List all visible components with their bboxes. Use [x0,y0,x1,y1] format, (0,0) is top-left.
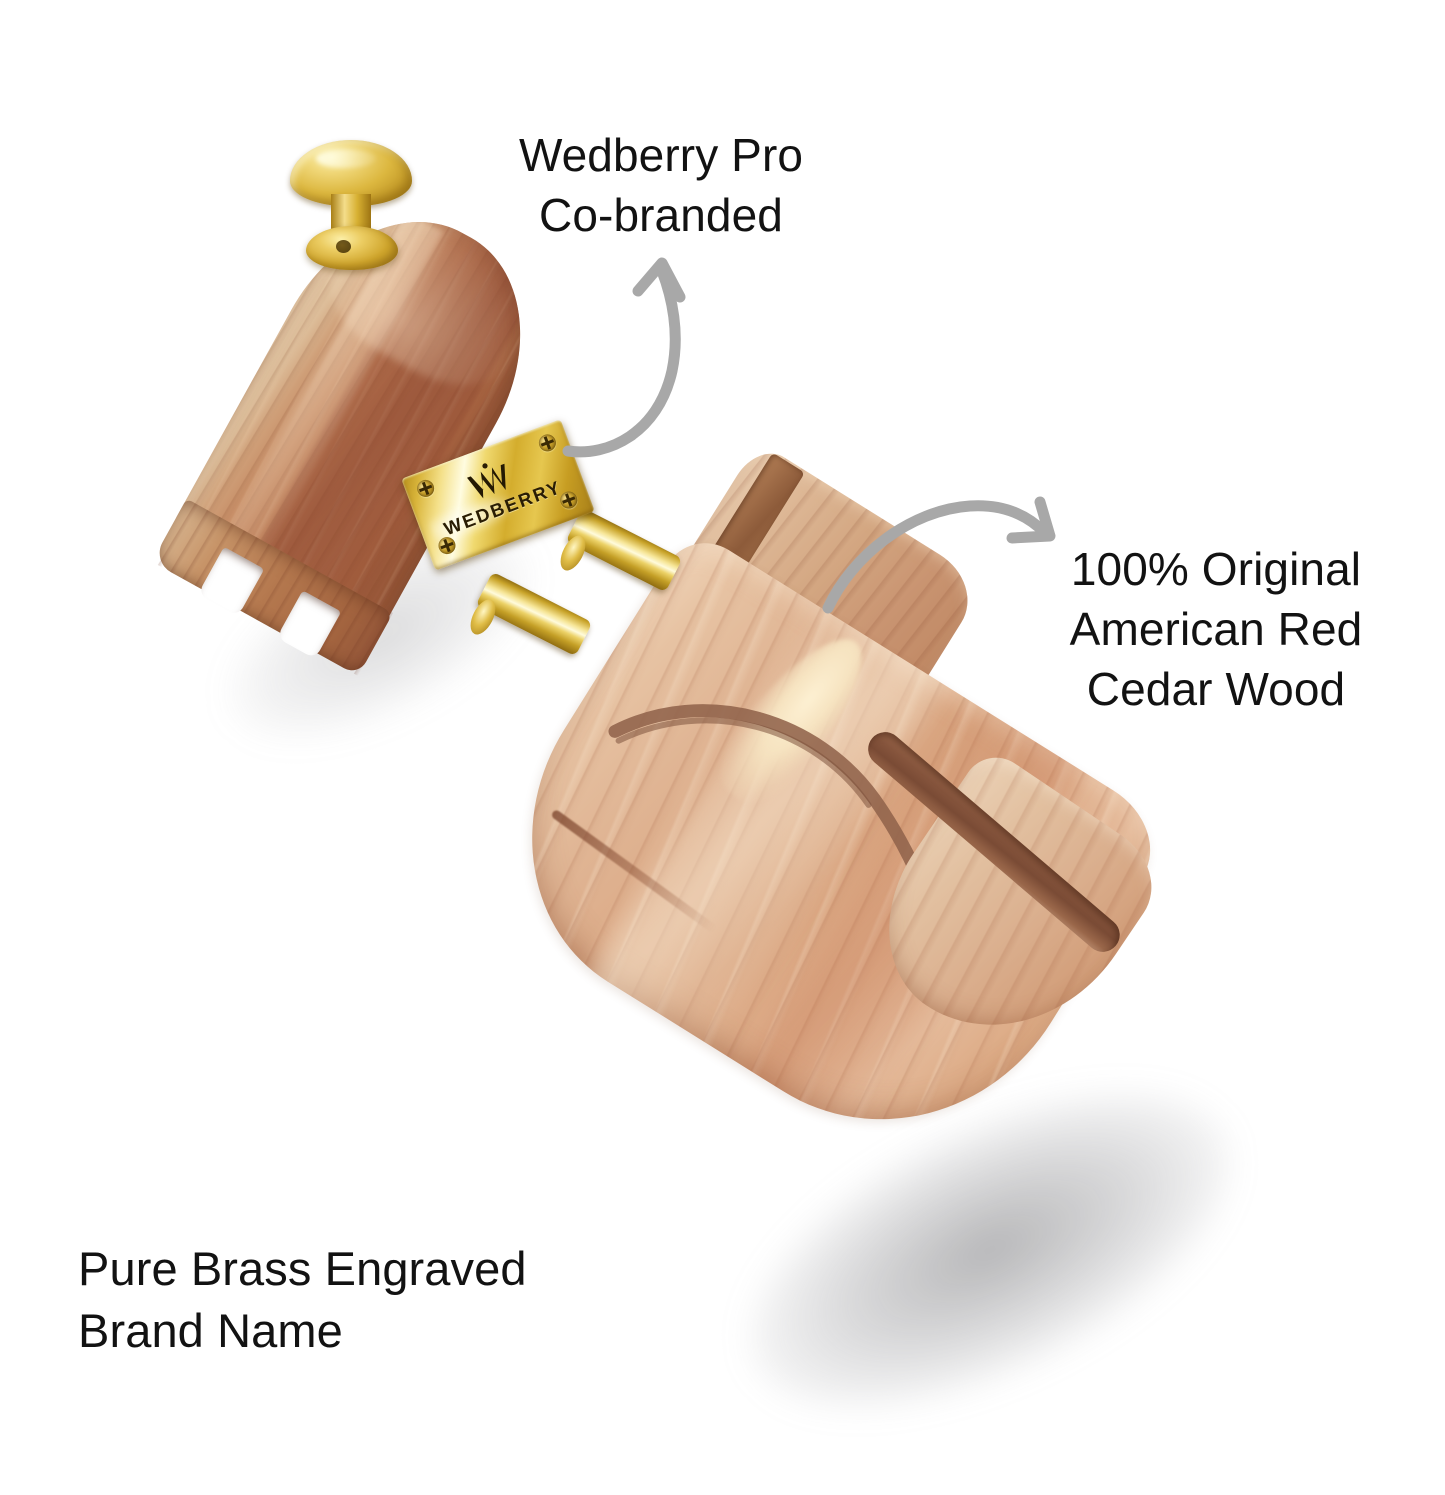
annotation-cedar-wood: 100% Original American Red Cedar Wood [1069,543,1363,715]
brass-adjustment-knob[interactable] [284,140,424,270]
cedar-toe-block [315,365,1445,1495]
annotation-wedberry-pro-co-branded: Wedberry Pro Co-branded [518,129,804,241]
cedar-shoe-tree-product: WEDBERRY [0,0,1445,1445]
nameplate-surface: WEDBERRY [401,419,595,571]
knob-base-flange [306,226,398,270]
brass-nameplate: WEDBERRY [401,419,595,571]
wedberry-w-monogram-icon [456,451,524,507]
knob-specular-highlight [316,149,376,168]
ventilation-hole [675,1160,721,1193]
knob-base-screw-mark [336,240,351,253]
annotation-pure-brass-engraved: Pure Brass Engraved Brand Name [78,1242,527,1358]
product-image-canvas: WEDBERRY Wedberry Pro Co-branded 100% Or… [0,0,1445,1445]
ventilation-hole [641,1034,674,1061]
